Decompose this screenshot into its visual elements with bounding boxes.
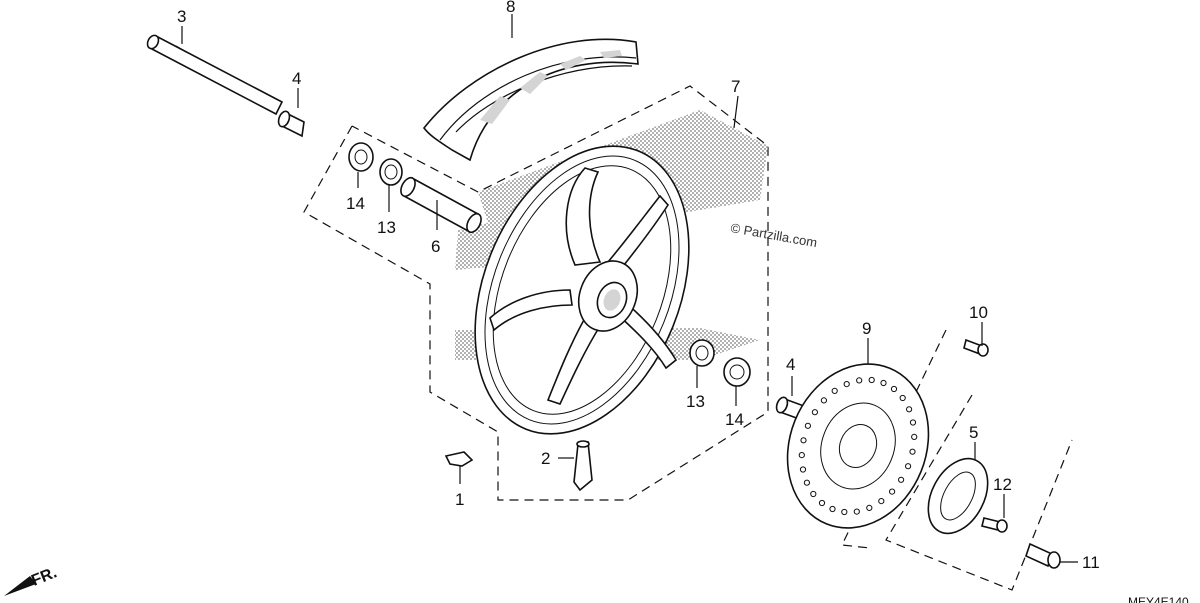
callout-4-left: 4: [292, 69, 301, 88]
disc-vent-hole: [811, 409, 819, 416]
disc-vent-hole: [829, 505, 836, 513]
leader-lines: [181, 14, 1078, 563]
callout-1: 1: [455, 490, 464, 509]
disc-vent-hole: [905, 463, 912, 470]
disc-vent-hole: [810, 490, 817, 498]
distance-collar-part: [400, 176, 482, 234]
callout-5: 5: [969, 423, 978, 442]
disc-vent-hole: [868, 376, 875, 384]
disc-vent-hole: [909, 419, 917, 426]
tire-part: [422, 38, 639, 162]
svg-text:© Partzilla.com: © Partzilla.com: [729, 220, 818, 250]
disc-vent-hole: [856, 377, 863, 384]
disc-vent-hole: [911, 433, 918, 440]
callout-13-left: 13: [377, 218, 396, 237]
bearing-right-part: [723, 357, 751, 387]
disc-vent-hole: [831, 387, 838, 394]
disc-vent-hole: [853, 508, 860, 515]
disc-vent-hole: [803, 479, 811, 486]
callout-4-right: 4: [786, 355, 795, 374]
disc-vent-hole: [880, 379, 887, 387]
disc-vent-hole: [878, 498, 885, 505]
direction-indicator: FR.: [4, 564, 59, 596]
callout-10: 10: [969, 303, 988, 322]
disc-vent-hole: [800, 437, 807, 444]
callout-9: 9: [862, 319, 871, 338]
seal-right-part: [689, 339, 715, 367]
disc-vent-hole: [890, 385, 898, 393]
disc-vent-hole: [898, 476, 905, 483]
disc-vent-hole: [866, 504, 873, 511]
callout-3: 3: [177, 7, 186, 26]
disc-vent-hole: [841, 508, 848, 516]
collar-left-part: [277, 110, 305, 138]
callout-7: 7: [731, 77, 740, 96]
clip-part: [444, 451, 474, 467]
disc-vent-hole: [820, 397, 828, 404]
callout-labels: 1 2 3 4 4 5 6 7 8 9 10 11 12 13 13 14 14: [177, 0, 1100, 572]
disc-bolt-part: [963, 338, 989, 357]
disc-vent-hole: [909, 448, 916, 455]
callout-13-right: 13: [686, 392, 705, 411]
disc-vent-hole: [799, 466, 807, 473]
disc-vent-hole: [843, 381, 850, 388]
callout-12: 12: [993, 475, 1012, 494]
callout-11: 11: [1082, 553, 1100, 572]
flange-bolt-part: [1025, 542, 1061, 569]
diagram-code: MEY4E140: [1128, 595, 1189, 603]
callout-2: 2: [541, 449, 550, 468]
valve-part: [573, 440, 593, 492]
callout-14-right: 14: [725, 410, 744, 429]
seal-left-part: [379, 158, 403, 186]
disc-vent-hole: [804, 422, 812, 429]
disc-vent-hole: [899, 394, 906, 402]
pulser-bolt-part: [981, 517, 1008, 533]
pulser-ring-part: [927, 457, 989, 535]
disc-vent-hole: [798, 452, 805, 459]
callout-8: 8: [506, 0, 515, 16]
disc-vent-hole: [906, 406, 913, 413]
disc-vent-hole: [818, 499, 826, 507]
bearing-left-part: [348, 142, 374, 172]
callout-6: 6: [431, 237, 440, 256]
watermark: © Partzilla.com: [729, 220, 818, 250]
wheel-part: [474, 145, 690, 435]
disc-vent-hole: [889, 488, 896, 495]
callout-14-left: 14: [346, 194, 365, 213]
axle-part: [146, 34, 284, 116]
direction-label: FR.: [29, 564, 59, 589]
front-arrow-icon: [4, 576, 36, 596]
brake-disc-part: [786, 363, 930, 529]
